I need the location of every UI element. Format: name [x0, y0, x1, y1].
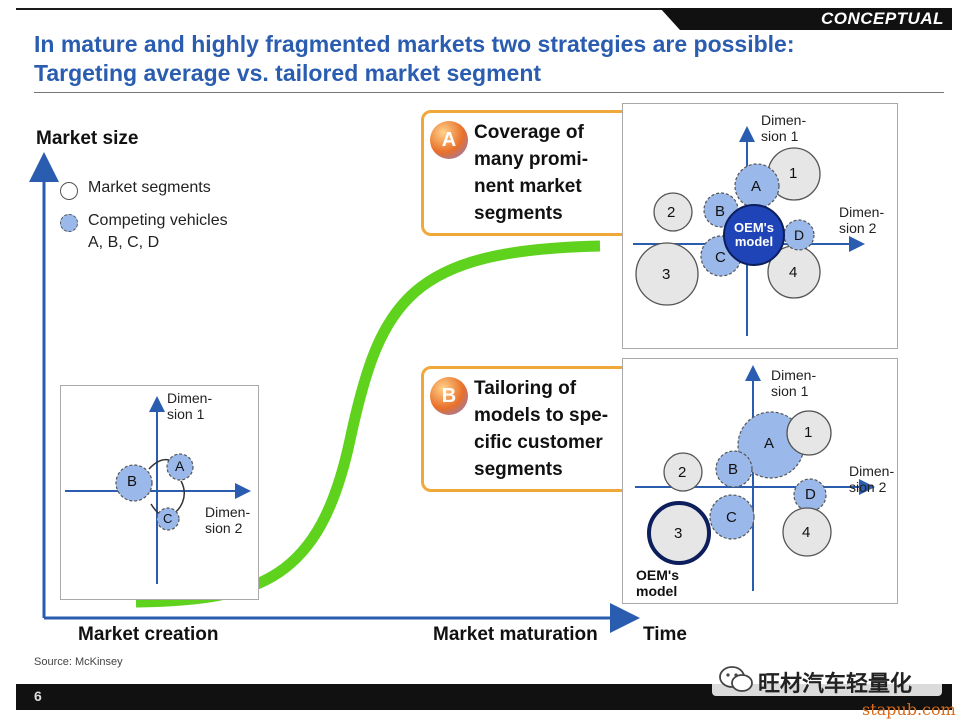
panel-a-diagram	[633, 126, 865, 336]
callout-a-marker: A	[430, 121, 468, 159]
callout-strategy-b: B Tailoring of models to spe- cific cust…	[421, 366, 638, 492]
callout-strategy-a: A Coverage of many promi- nent market se…	[421, 110, 638, 236]
dim1-line1: Dimen-	[761, 112, 807, 128]
vehicle-c-circle	[709, 494, 755, 540]
vehicle-a-circle	[734, 163, 780, 209]
legend-vehicles-list: A, B, C, D	[88, 234, 160, 251]
dim2-line2: sion 2	[205, 520, 243, 536]
dim2-line1: Dimen-	[849, 463, 895, 479]
panel-strategy-b: Dimen- sion 1 Dimen- sion 2 2 A 1 B C D …	[622, 358, 898, 604]
oem-segment-3-circle	[647, 501, 711, 565]
title-line-1: In mature and highly fragmented markets …	[34, 31, 795, 57]
page-number: 6	[34, 688, 42, 704]
y-axis-label: Market size	[36, 128, 139, 149]
panel-b-diagram	[635, 365, 875, 591]
x-label-market-creation: Market creation	[78, 624, 219, 645]
badge-text: CONCEPTUAL	[820, 9, 944, 28]
watermark-box: 旺材汽车轻量化	[712, 662, 942, 696]
panel-a-dim1-label: Dimen- sion 1	[761, 112, 806, 144]
x-label-time: Time	[643, 624, 688, 645]
segment-2-label: 2	[667, 204, 676, 221]
dim2-line1: Dimen-	[839, 204, 885, 220]
source-note: Source: McKinsey	[34, 656, 123, 668]
vehicle-d-circle	[793, 478, 827, 512]
legend-vehicle-circle	[60, 214, 78, 232]
vehicle-b-circle	[115, 464, 153, 502]
panel-b-dim2-label: Dimen- sion 2	[849, 463, 894, 495]
vehicle-a-label: A	[751, 178, 762, 195]
wechat-icon	[719, 666, 753, 692]
panel-b-dim1-label: Dimen- sion 1	[771, 367, 816, 399]
segment-3-circle	[635, 242, 699, 306]
segment-1-circle	[786, 410, 832, 456]
slide-title: In mature and highly fragmented markets …	[34, 30, 934, 88]
panel-a-dim2-label: Dimen- sion 2	[839, 204, 884, 236]
dim1-line2: sion 1	[761, 128, 799, 144]
dim2-line2: sion 2	[849, 479, 887, 495]
segment-2-circle	[653, 192, 693, 232]
segment-1-label: 1	[789, 165, 798, 182]
top-rule	[16, 8, 952, 10]
panel-market-creation: Dimen- sion 1 Dimen- sion 2 B A C	[60, 385, 259, 600]
vehicle-a-label: A	[764, 435, 775, 452]
dim1-line2: sion 1	[771, 383, 809, 399]
segment-3-label: 3	[674, 525, 683, 542]
oem-model-circle	[723, 204, 785, 266]
watermark-text: 旺材汽车轻量化	[758, 671, 913, 696]
panel-b-oem-label: OEM's model	[636, 567, 679, 599]
dim2-line1: Dimen-	[205, 504, 251, 520]
legend-segments-text: Market segments	[88, 179, 211, 196]
oem-line1: OEM's	[636, 567, 680, 583]
vehicle-b-label: B	[127, 473, 138, 490]
vehicle-d-label: D	[805, 486, 816, 503]
segment-2-circle	[663, 452, 703, 492]
oem-line2: model	[636, 583, 678, 599]
panel-creation-dim1-label: Dimen- sion 1	[167, 390, 212, 422]
vehicle-c-label: C	[163, 511, 173, 526]
oem-model-label: OEM's model	[726, 221, 782, 249]
watermark-url: stapub.com	[862, 700, 956, 719]
dim2-line2: sion 2	[839, 220, 877, 236]
vehicle-c-label: C	[726, 509, 737, 526]
oem-line2: model	[734, 234, 774, 249]
panel-strategy-a: Dimen- sion 1 Dimen- sion 2 2 3 1 4 A B …	[622, 103, 898, 349]
segment-4-circle	[782, 507, 832, 557]
callout-b-text: Tailoring of models to spe- cific custom…	[474, 378, 609, 480]
panel-creation-dim2-label: Dimen- sion 2	[205, 504, 250, 536]
vehicle-c-label: C	[715, 249, 726, 266]
callout-b-marker: B	[430, 377, 468, 415]
vehicle-b-circle	[715, 450, 753, 488]
legend-segment-circle	[60, 182, 78, 200]
legend-vehicles-text: Competing vehicles	[88, 212, 228, 229]
conceptual-badge: CONCEPTUAL	[660, 8, 952, 30]
segment-3-label: 3	[662, 266, 671, 283]
segment-4-label: 4	[802, 524, 811, 541]
segment-2-label: 2	[678, 464, 687, 481]
vehicle-c-circle	[156, 507, 180, 531]
segment-4-label: 4	[789, 264, 798, 281]
title-divider	[34, 92, 944, 93]
vehicle-a-circle	[166, 453, 194, 481]
vehicle-d-label: D	[794, 227, 805, 243]
segment-1-label: 1	[804, 424, 813, 441]
callout-a-text: Coverage of many promi- nent market segm…	[474, 122, 589, 224]
panel-creation-diagram	[65, 396, 251, 584]
vehicle-a-label: A	[175, 458, 185, 474]
oem-line1: OEM's	[734, 220, 774, 235]
dim1-line1: Dimen-	[771, 367, 817, 383]
vehicle-b-label: B	[728, 461, 739, 478]
x-label-market-maturation: Market maturation	[433, 624, 598, 645]
dim1-line1: Dimen-	[167, 390, 213, 406]
title-line-2: Targeting average vs. tailored market se…	[34, 60, 542, 86]
dim1-line2: sion 1	[167, 406, 205, 422]
vehicle-b-label: B	[715, 203, 726, 220]
